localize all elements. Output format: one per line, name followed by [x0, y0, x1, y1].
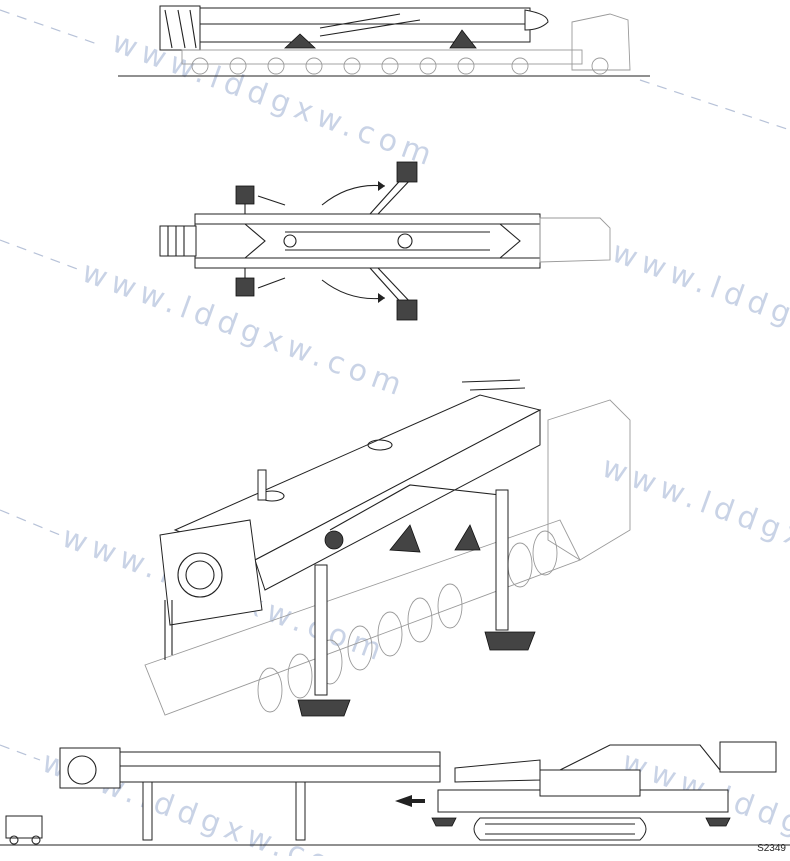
drawing-code: S2349: [757, 843, 786, 854]
boom-section: [59, 751, 441, 783]
boom-body: [179, 7, 531, 43]
rear-head: [159, 225, 197, 257]
operator-cab: [719, 741, 777, 773]
outrigger-pad-front-right: [396, 299, 418, 321]
watermark-3: www.lddgxw.com: [607, 235, 790, 385]
boom-nose: [524, 9, 549, 31]
direction-arrow-icon: [395, 795, 425, 807]
outrigger-leg-front: [495, 489, 509, 631]
crane-boom-stub: [454, 759, 541, 783]
swing-arrow-lower: [321, 279, 386, 300]
carrier-frame: [194, 213, 541, 269]
side-view-transport: [118, 5, 650, 77]
plan-view-outriggers: [159, 161, 611, 321]
swing-arrow-upper: [321, 184, 386, 206]
watermark-2: www.lddgxw.com: [77, 255, 411, 405]
crawler-track: [473, 817, 647, 841]
watermark-5: www.lddgxw.com: [597, 450, 790, 600]
support-stand-2: [295, 781, 306, 841]
ghost-carrier: [181, 49, 583, 65]
perspective-view: [144, 379, 631, 717]
power-unit-cart: [5, 815, 43, 839]
outrigger-pad-front: [484, 631, 536, 651]
support-stand-1: [142, 781, 153, 841]
assembly-view: [0, 741, 790, 846]
rear-pulley-block: [159, 519, 263, 626]
outrigger-pad-front-left: [396, 161, 418, 183]
outrigger-pad-rear-left: [235, 185, 255, 205]
watermark-1: www.lddgxw.com: [107, 25, 441, 175]
outrigger-leg-rear: [314, 564, 328, 696]
superstructure: [539, 769, 641, 797]
outrigger-pad-rear-right: [235, 277, 255, 297]
outrigger-pad-rear: [297, 699, 351, 717]
